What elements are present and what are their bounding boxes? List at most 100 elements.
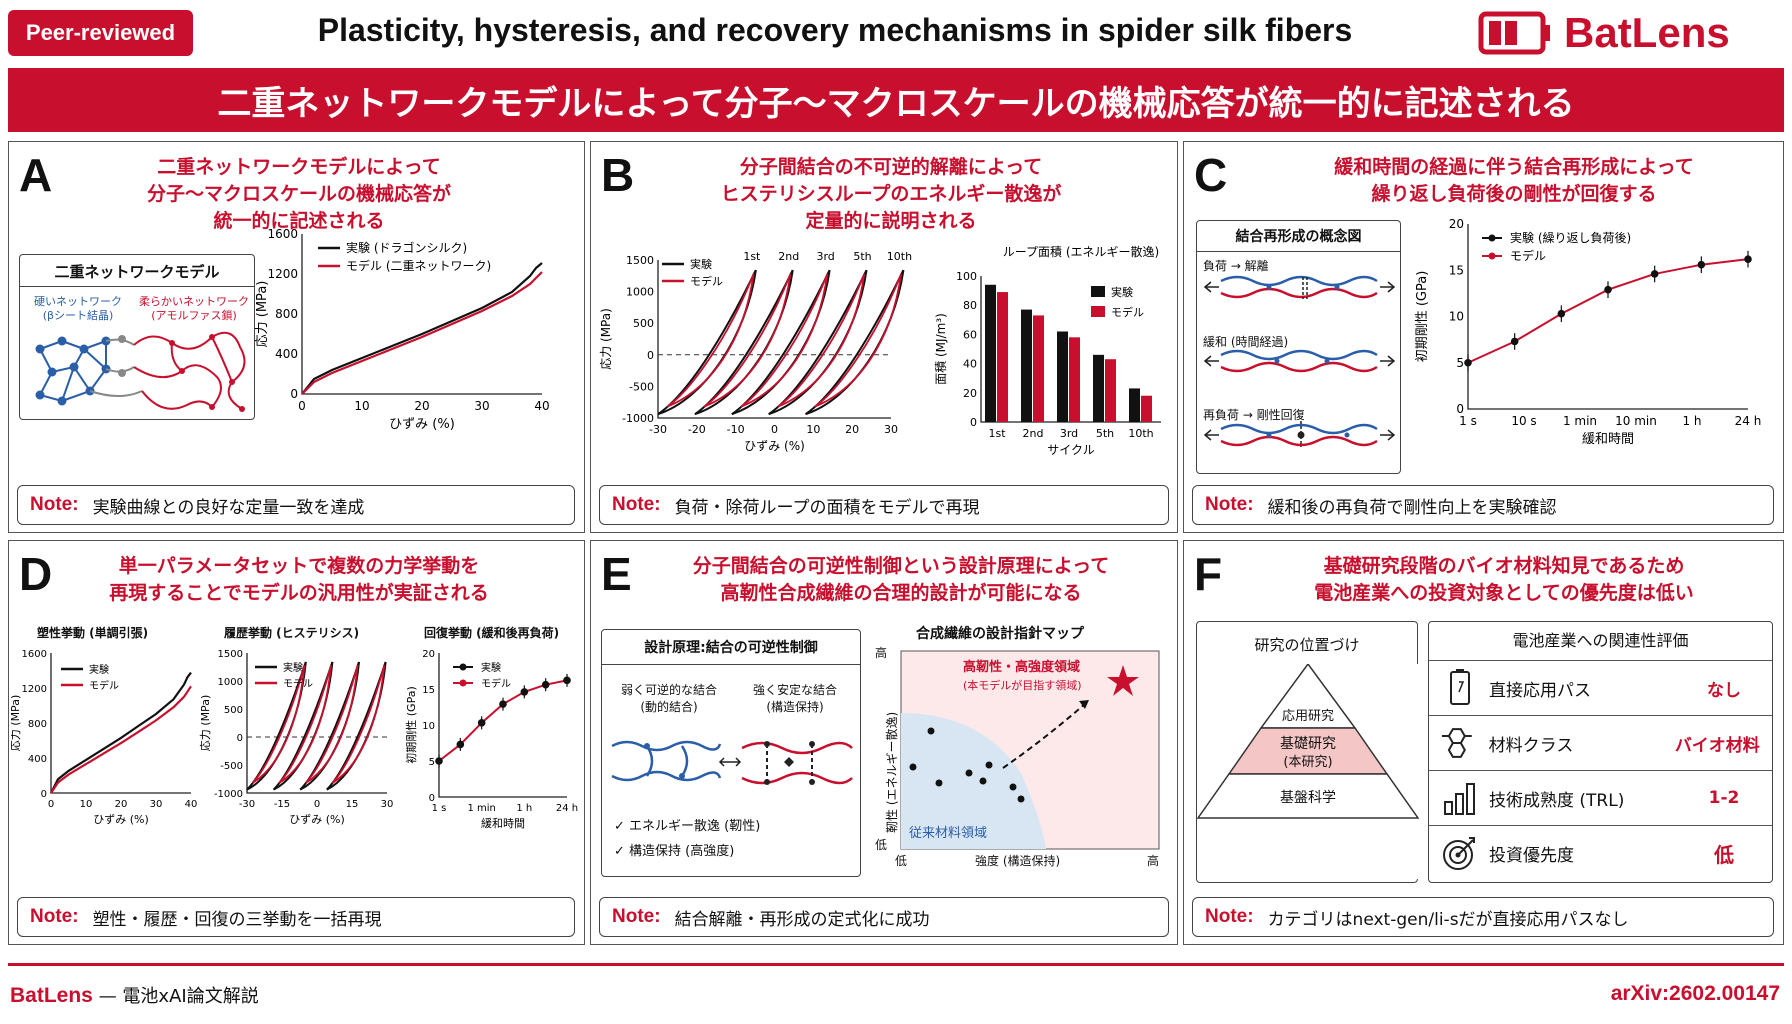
legend-label: モデル: [89, 679, 119, 692]
bar: [1141, 395, 1152, 422]
loop-model: [703, 273, 792, 408]
legend-label: 実験: [1111, 285, 1133, 299]
axis-line: [246, 653, 387, 794]
relevance-row: 直接応用パスなし: [1429, 660, 1772, 715]
x-tick-label: 20: [115, 799, 128, 810]
loop-label: 1st: [743, 250, 761, 263]
loop-model: [278, 665, 332, 784]
region-high-label: 高靭性・高強度領域: [963, 659, 1080, 675]
y-tick-label: 1500: [626, 254, 654, 267]
series-line: [50, 685, 192, 794]
y-axis-label: 靭性 (エネルギー散逸): [884, 712, 899, 833]
relevance-row: 材料クラスバイオ材料: [1429, 715, 1772, 770]
y-tick-label: 0: [429, 793, 435, 804]
x-axis-label: ひずみ (%): [93, 813, 149, 826]
molecule-icon: [1441, 728, 1472, 758]
bar: [1033, 315, 1044, 422]
y-tick-label: 1600: [267, 227, 298, 241]
x-tick-label: 1 h: [1682, 414, 1701, 428]
data-point: [1557, 309, 1566, 318]
x-tick-label: 1st: [988, 427, 1006, 440]
x-tick-label: 24 h: [1735, 414, 1762, 428]
y-tick-label: 10: [1449, 310, 1464, 324]
strong-bond-label: 強く安定な結合(構造保持): [752, 683, 837, 714]
loop-model: [740, 273, 829, 408]
loop-model: [252, 665, 306, 784]
panel-f: F 基礎研究段階のバイオ材料知見であるため電池産業への投資対象としての優先度は低…: [1183, 540, 1784, 945]
y-tick-label: -500: [629, 380, 654, 393]
bar: [1057, 331, 1068, 422]
y-tick-label: -500: [220, 761, 243, 772]
legend-marker: [459, 663, 467, 671]
legend-label: モデル: [690, 274, 723, 288]
bar: [1129, 388, 1140, 422]
concept-title: 結合再形成の概念図: [1197, 221, 1400, 252]
axis-line: [657, 260, 891, 419]
relevance-title: 電池産業への関連性評価: [1512, 631, 1689, 650]
x-tick-label: 10: [354, 399, 369, 413]
note-d: Note:塑性・履歴・回復の三挙動を一括再現: [17, 897, 575, 937]
data-point: [1604, 285, 1612, 294]
subplot-title: 塑性挙動 (単調引張): [37, 626, 149, 640]
loop-label: 2nd: [778, 250, 799, 263]
model-box: 二重ネットワークモデル 硬いネットワーク(βシート結晶) 柔らかいネットワーク(…: [19, 254, 255, 420]
y-axis-label: 初期剛性 (GPa): [1415, 271, 1430, 363]
chart-title: ループ面積 (エネルギー散逸): [1003, 244, 1159, 259]
panel-label: E: [601, 548, 632, 600]
target-icon: [1443, 837, 1475, 870]
bar-chart-icon: [1444, 783, 1475, 815]
data-point: [435, 757, 443, 765]
relevance-box: 電池産業への関連性評価 直接応用パスなし 材料クラスバイオ材料 技術成熟度 (T…: [1428, 621, 1773, 883]
panel-heading: 分子間結合の不可逆的解離によってヒステリシスループのエネルギー散逸が定量的に説明…: [720, 156, 1062, 232]
x-tick-label: 30: [150, 799, 163, 810]
y-axis-label: 応力 (MPa): [599, 308, 613, 370]
x-tick-label: 40: [185, 799, 198, 810]
y-axis-label: 応力 (MPa): [11, 695, 22, 751]
peer-reviewed-badge: Peer-reviewed: [8, 10, 193, 56]
x-tick-label: -15: [274, 799, 290, 810]
map-title: 合成繊維の設計指針マップ: [916, 626, 1084, 642]
x-tick-label: 30: [474, 399, 489, 413]
y-tick-label: 1000: [218, 677, 243, 688]
x-tick-label: 0: [314, 799, 320, 810]
note-a: Note:実験曲線との良好な定量一致を達成: [17, 485, 575, 525]
y-axis-label: 面積 (MJ/m³): [933, 313, 948, 385]
x-tick-label: -30: [239, 799, 255, 810]
data-point: [1697, 260, 1706, 269]
y-tick-label: 15: [1449, 263, 1464, 277]
panel-heading: 分子間結合の可逆性制御という設計原理によって高靭性合成繊維の合理的設計が可能にな…: [692, 555, 1110, 604]
loop-model: [777, 273, 866, 408]
panel-heading: 基礎研究段階のバイオ材料知見であるため電池産業への投資対象としての優先度は低い: [1314, 555, 1694, 604]
data-point: [477, 719, 486, 727]
logo: BatLens: [1478, 8, 1778, 58]
design-principle-box: 設計原理:結合の可逆性制御 弱く可逆的な結合(動的結合) 強く安定な結合(構造保…: [601, 629, 861, 877]
panel-label: C: [1194, 149, 1228, 201]
headline-banner: 二重ネットワークモデルによって分子〜マクロスケールの機械応答が統一的に記述される: [8, 68, 1784, 132]
x-tick-label: 30: [884, 423, 898, 436]
region-high-sub: (本モデルが目指す領域): [963, 678, 1082, 692]
legend-label: モデル: [1111, 305, 1144, 319]
x-tick-label: 0: [771, 423, 778, 436]
bar: [1021, 309, 1032, 422]
data-point: [1650, 270, 1659, 278]
panel-label: F: [1194, 548, 1223, 600]
relevance-row: 投資優先度低: [1429, 825, 1772, 880]
tier-foundation: 基盤科学: [1280, 789, 1336, 806]
x-tick-label: 1 s: [1459, 414, 1477, 428]
position-box: 研究の位置づけ 応用研究 基礎研究 (本研究) 基盤科学: [1196, 621, 1419, 883]
bond-types-diagram: [611, 740, 853, 785]
bar: [1069, 337, 1080, 422]
x-axis-label: ひずみ (%): [389, 417, 455, 432]
x-tick-label: -20: [688, 423, 706, 436]
y-tick-label: 500: [224, 705, 243, 716]
legend-label: 実験: [690, 257, 712, 271]
panel-d: D 単一パラメータセットで複数の力学挙動を再現することでモデルの汎用性が実証され…: [8, 540, 585, 945]
y-axis-low: 低: [875, 838, 887, 852]
loop-model: [703, 273, 792, 408]
x-tick-label: 1 min: [1563, 414, 1597, 428]
data-point: [520, 688, 529, 696]
network-diagram: [35, 331, 246, 412]
y-tick-label: 40: [963, 358, 977, 371]
